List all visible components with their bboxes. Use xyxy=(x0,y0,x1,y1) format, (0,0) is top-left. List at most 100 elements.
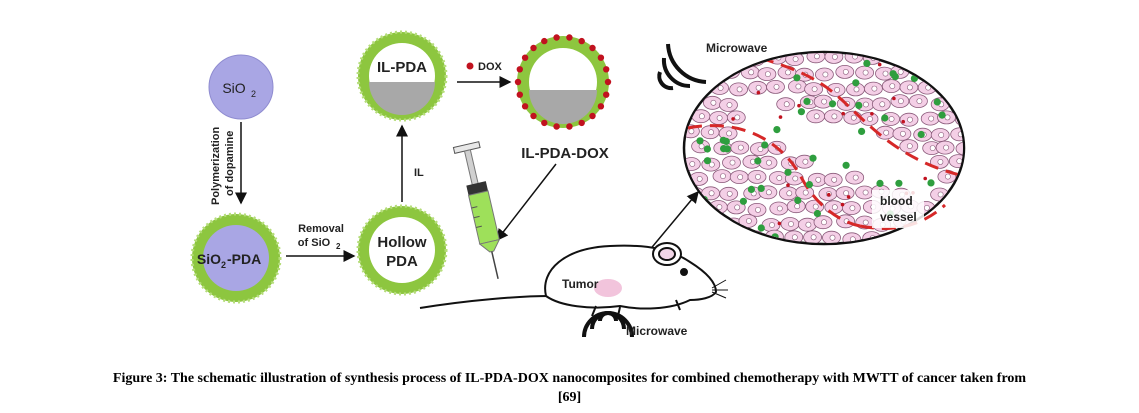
dox-label: DOX xyxy=(478,61,503,73)
tumor-cell xyxy=(688,230,708,243)
cell-nucleus xyxy=(945,203,952,209)
dox-molecule xyxy=(945,216,949,221)
cell-nucleus xyxy=(842,69,849,75)
cell-nucleus xyxy=(701,204,708,211)
tumor-cell xyxy=(919,230,939,243)
cell-nucleus xyxy=(766,159,772,166)
cell-nucleus xyxy=(956,158,963,164)
drug-particle xyxy=(754,157,762,165)
microwave-top-label: Microwave xyxy=(706,41,768,55)
cell-nucleus xyxy=(813,113,820,120)
cell-nucleus xyxy=(935,69,942,76)
dox-molecule xyxy=(597,54,605,61)
cell-nucleus xyxy=(786,190,793,197)
polymerization-label-2: of dopamine xyxy=(224,131,236,196)
cell-nucleus xyxy=(962,116,963,123)
il-pda-particle: IL-PDA xyxy=(356,30,448,122)
cell-nucleus xyxy=(810,234,817,241)
tumor-cell xyxy=(903,53,922,67)
drug-particle xyxy=(805,181,814,189)
dox-molecule xyxy=(514,78,522,86)
cell-nucleus xyxy=(862,219,869,226)
drug-particle xyxy=(863,59,871,67)
cell-nucleus xyxy=(929,145,936,151)
cell-nucleus xyxy=(852,174,859,181)
cell-nucleus xyxy=(699,113,705,120)
dox-molecule xyxy=(541,119,548,127)
cell-nucleus xyxy=(785,69,791,76)
microwave-waves-icon-bottom xyxy=(582,311,634,338)
drug-particle xyxy=(747,185,756,193)
cell-nucleus xyxy=(829,234,836,241)
cell-nucleus xyxy=(879,101,886,108)
dox-molecule xyxy=(778,115,783,119)
cell-nucleus xyxy=(748,69,755,76)
cell-nucleus xyxy=(821,219,827,226)
drug-particle xyxy=(858,127,866,135)
dox-molecule xyxy=(827,192,831,197)
hollow-label-2: PDA xyxy=(386,253,418,270)
il-pda-dox-particle xyxy=(514,34,612,130)
tumor-cell xyxy=(899,232,919,243)
tumor-cell xyxy=(917,53,937,65)
drug-particle xyxy=(927,179,935,187)
drug-particle xyxy=(793,74,801,82)
drug-particle xyxy=(700,62,708,70)
cell-nucleus xyxy=(708,161,715,168)
drug-particle xyxy=(803,97,811,105)
cell-nucleus xyxy=(805,221,812,228)
drug-particle xyxy=(773,126,781,134)
cell-nucleus xyxy=(832,54,838,60)
cell-nucleus xyxy=(720,173,726,179)
tumor-cell xyxy=(960,171,963,186)
dox-molecule xyxy=(909,232,914,237)
cell-nucleus xyxy=(737,236,743,243)
cell-nucleus xyxy=(831,176,838,183)
removal-label-1: Removal xyxy=(298,223,344,235)
cell-nucleus xyxy=(766,189,772,196)
cell-nucleus xyxy=(944,114,951,121)
dox-molecule xyxy=(870,112,874,116)
sio2-pda-suffix: -PDA xyxy=(227,251,261,267)
tumor-cell xyxy=(957,53,963,66)
cell-nucleus xyxy=(734,114,741,121)
cell-nucleus xyxy=(791,234,798,241)
cell-nucleus xyxy=(966,204,971,209)
dox-molecule xyxy=(597,103,605,110)
tumor-spot xyxy=(594,279,622,297)
dox-molecule xyxy=(731,117,735,121)
cell-nucleus xyxy=(811,86,818,92)
tumor-cell xyxy=(685,215,700,230)
cell-nucleus xyxy=(958,70,963,77)
drug-particle xyxy=(881,114,889,122)
drug-particle xyxy=(784,168,792,176)
cell-nucleus xyxy=(689,161,696,167)
dox-molecule xyxy=(566,34,573,41)
cell-nucleus xyxy=(906,143,913,149)
synthesis-diagram: SiO 2 Polymerization of dopamine SiO 2 -… xyxy=(190,30,971,338)
cell-nucleus xyxy=(737,144,744,151)
cell-nucleus xyxy=(736,55,743,61)
cell-nucleus xyxy=(716,115,723,121)
cell-nucleus xyxy=(924,54,931,61)
tumor-cell xyxy=(710,231,730,243)
dox-to-syringe-arrow xyxy=(496,163,557,242)
dox-molecule xyxy=(553,34,560,41)
sio2-pda-subscript: 2 xyxy=(221,260,226,270)
dox-dot-icon xyxy=(466,62,474,70)
drug-particle xyxy=(697,229,705,237)
cell-nucleus xyxy=(736,86,743,93)
il-pda-label: IL-PDA xyxy=(377,59,427,76)
drug-particle xyxy=(895,179,903,187)
cell-nucleus xyxy=(948,53,955,60)
cell-nucleus xyxy=(907,84,913,91)
sio2-label: SiO xyxy=(222,80,245,96)
cell-nucleus xyxy=(765,71,771,77)
dox-molecule xyxy=(923,176,927,181)
cell-nucleus xyxy=(924,204,930,211)
il-label: IL xyxy=(414,167,424,179)
cell-nucleus xyxy=(708,72,714,78)
cell-nucleus xyxy=(729,159,736,166)
sio2-pda-label: SiO xyxy=(197,251,221,267)
cell-nucleus xyxy=(717,85,724,91)
